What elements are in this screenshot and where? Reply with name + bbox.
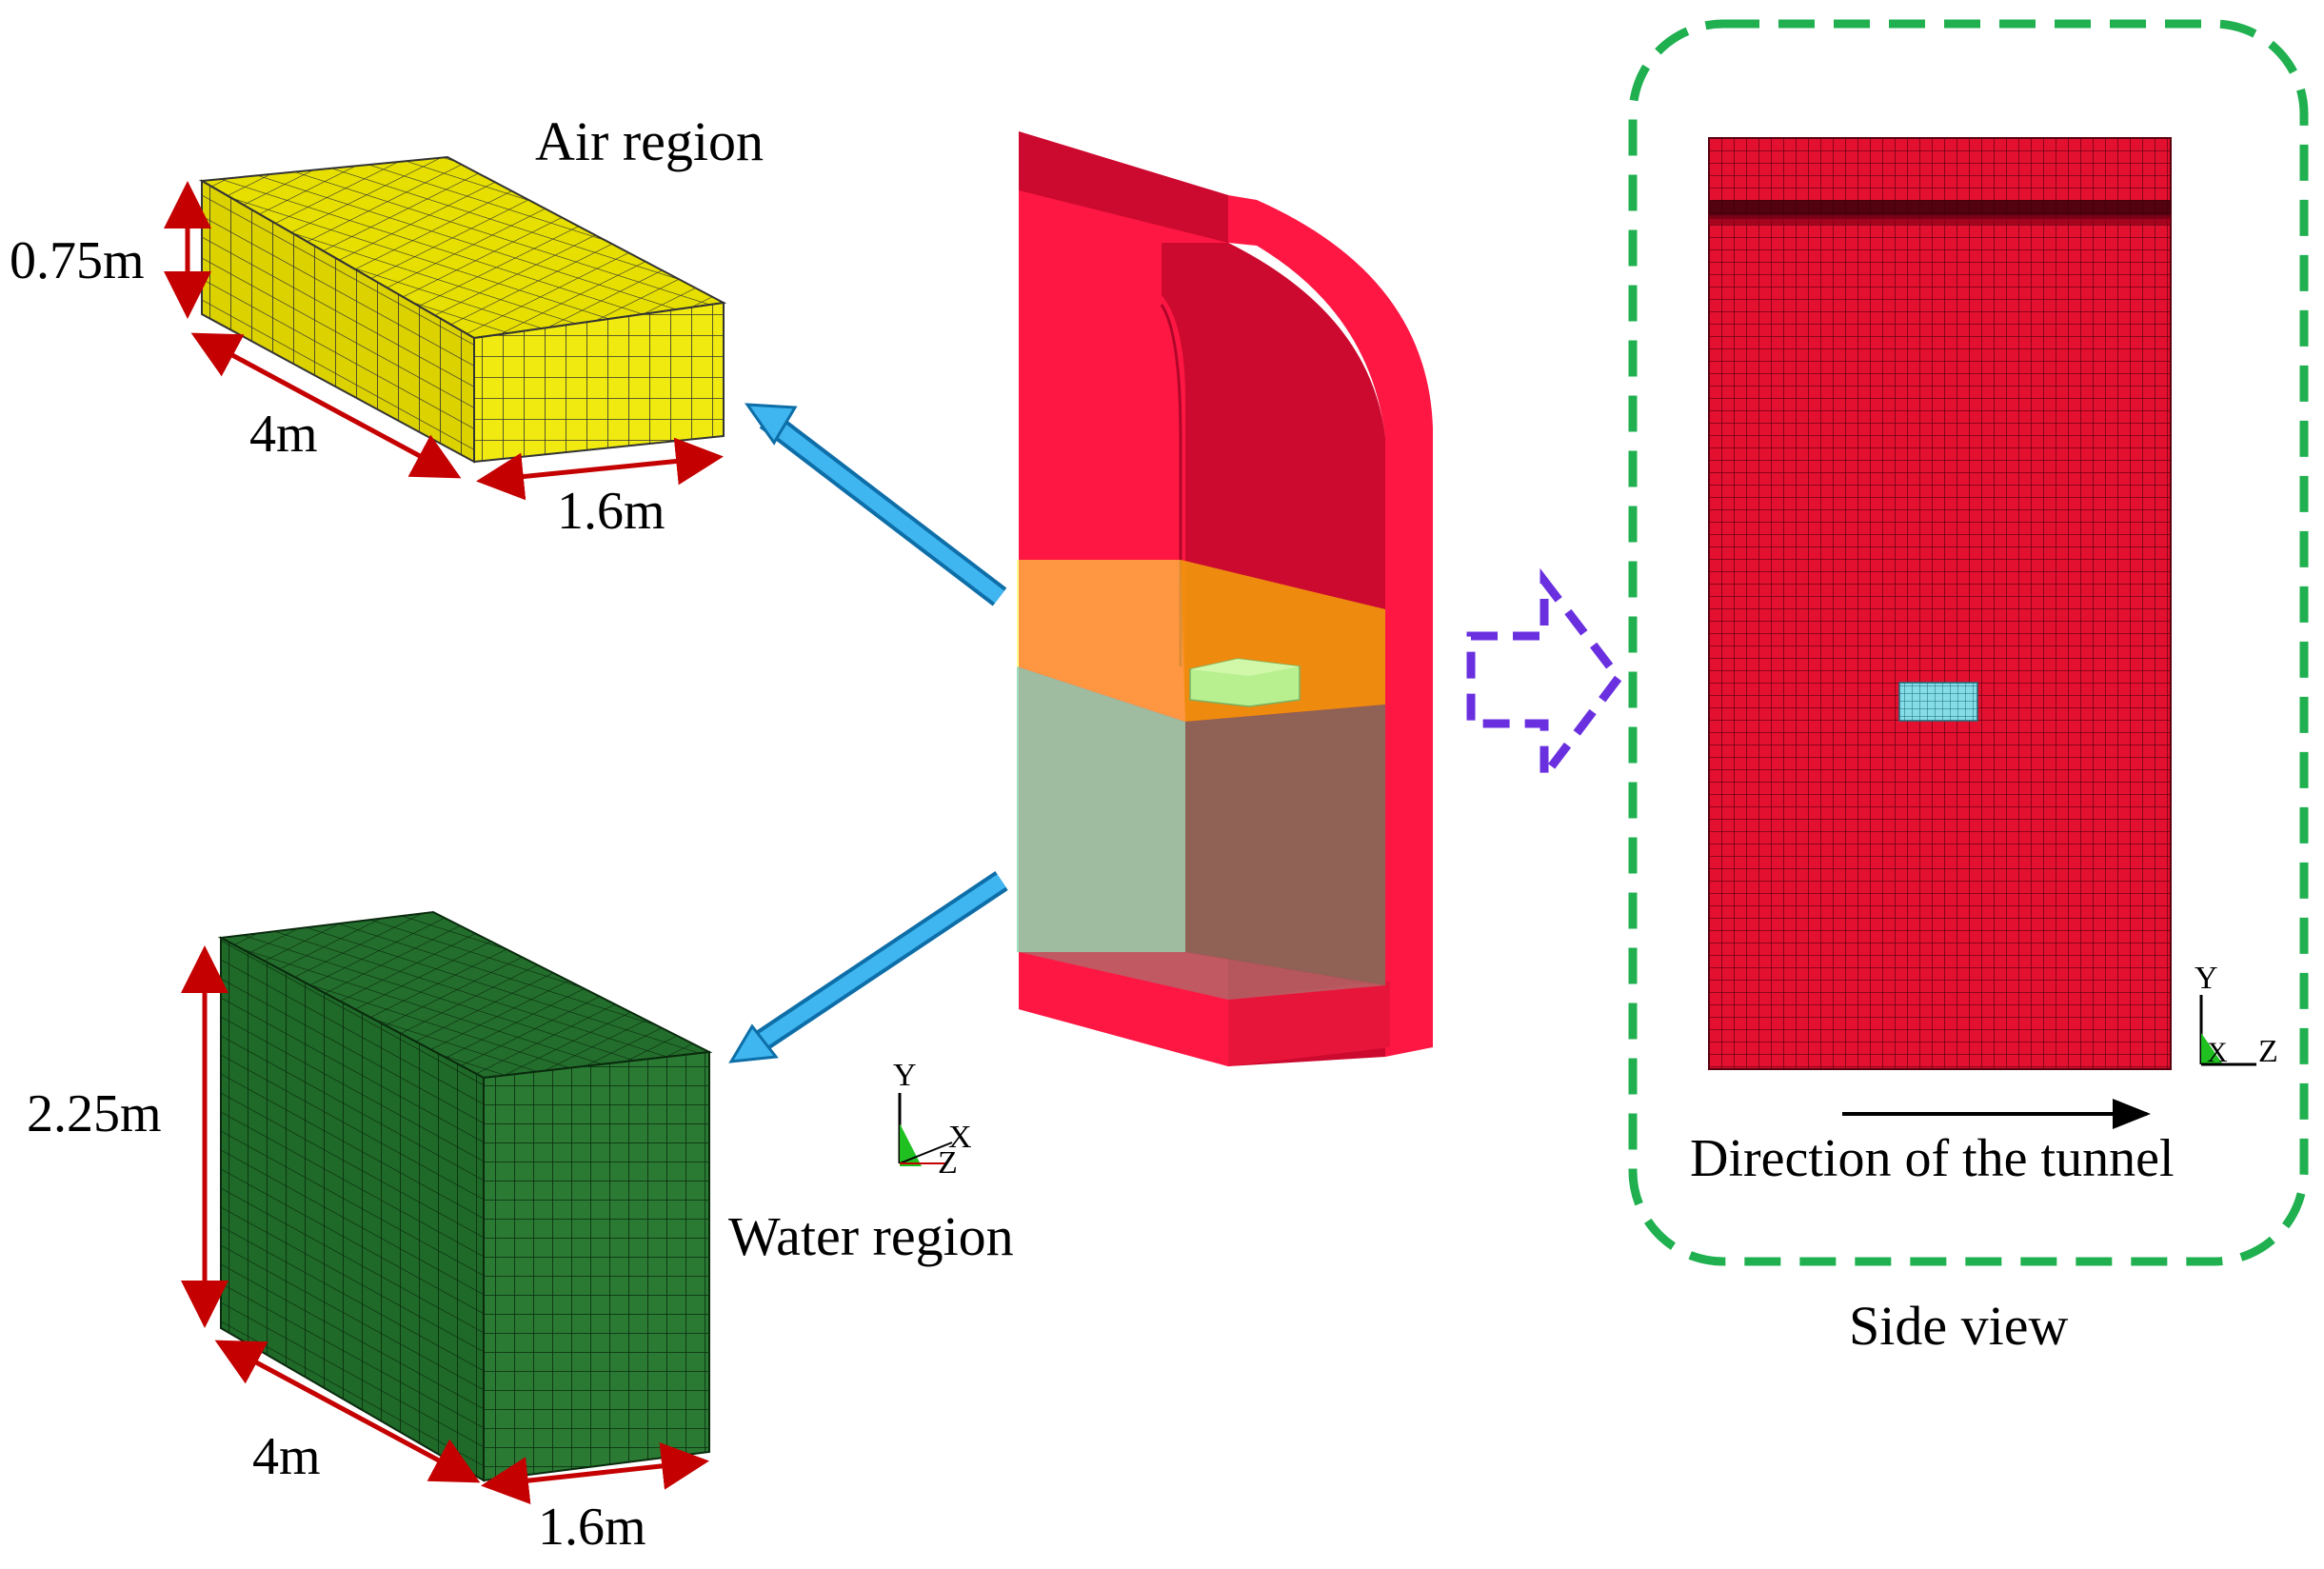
side-view-frame: [1628, 19, 2309, 1266]
water-region-mesh-box: [217, 910, 713, 1482]
water-length-label: 4m: [252, 1427, 321, 1486]
air-box-front-face: [473, 301, 725, 464]
tunnel-water-layer: [1017, 666, 1185, 952]
air-height-label: 0.75m: [10, 231, 145, 290]
air-region-mesh-box: [198, 155, 727, 464]
air-width-arrow: [476, 437, 724, 501]
air-length-label: 4m: [249, 405, 318, 464]
tunnel-3d-model: [1017, 131, 1433, 1066]
side-view-mesh: [1708, 137, 2172, 1070]
transition-arrow: [1466, 567, 1624, 789]
direction-label: Direction of the tunnel: [1690, 1129, 2175, 1188]
water-height-label: 2.25m: [27, 1084, 162, 1143]
arrow-to-air-region: [744, 403, 1007, 606]
axis-triad-side: Y X Z: [2195, 961, 2278, 1069]
side-axis-x-label: X: [2207, 1037, 2228, 1068]
axis-x-label: X: [948, 1120, 972, 1155]
side-view-body-mesh: [1898, 682, 1978, 722]
side-axis-y-label: Y: [2195, 961, 2218, 996]
water-region-label: Water region: [728, 1205, 1014, 1267]
water-length-arrow: [214, 1340, 481, 1483]
water-width-arrow: [481, 1442, 709, 1504]
axis-y-label: Y: [893, 1058, 917, 1093]
water-width-label: 1.6m: [538, 1498, 646, 1557]
water-box-front-face: [483, 1050, 710, 1482]
arrow-to-water-region: [728, 871, 1008, 1063]
air-region-label: Air region: [535, 110, 764, 172]
tunnel-vault: [1228, 195, 1433, 1057]
side-view-label: Side view: [1849, 1295, 2068, 1357]
side-axis-z-label: Z: [2258, 1034, 2278, 1069]
air-length-arrow: [190, 332, 462, 479]
axis-triad-main: Y X Z: [893, 1058, 972, 1181]
axis-z-label: Z: [938, 1145, 958, 1181]
air-width-label: 1.6m: [557, 482, 665, 541]
